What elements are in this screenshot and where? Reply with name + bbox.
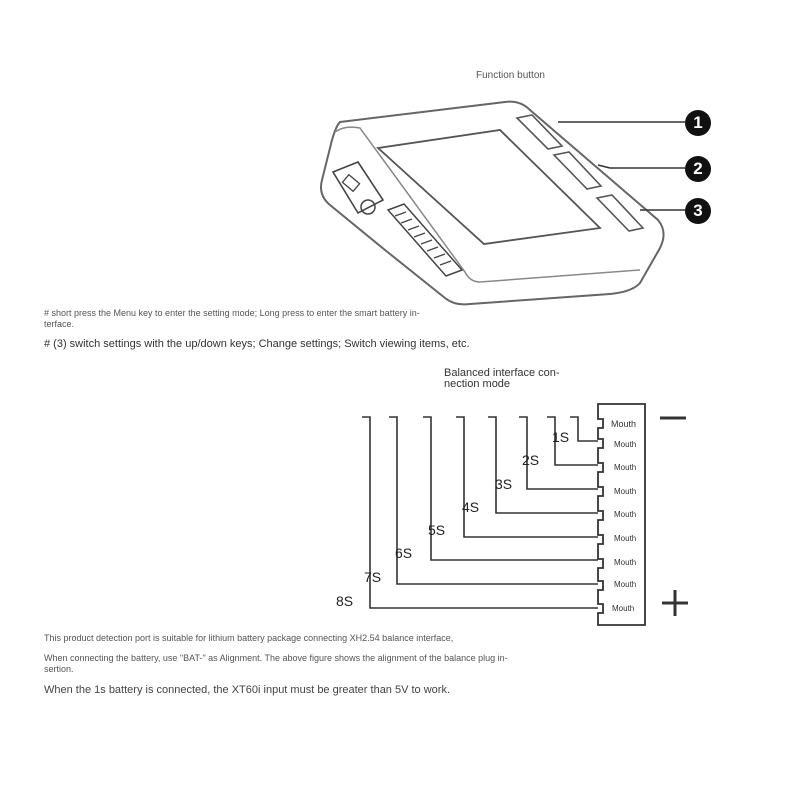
pin-label: Mouth — [614, 487, 637, 496]
balance-port — [386, 203, 464, 277]
mode-label-7s: 7S — [364, 569, 382, 585]
note-up-down-keys: # (3) switch settings with the up/down k… — [44, 338, 470, 350]
footer-note-alignment: When connecting the battery, use "BAT-" … — [44, 653, 508, 674]
button-3-badge: 3 — [685, 198, 711, 224]
mode-label-2s: 2S — [522, 452, 540, 468]
function-button-label: Function button — [476, 70, 545, 81]
mode-label-1s: 1S — [552, 429, 570, 445]
button-1 — [515, 114, 564, 150]
button-1-badge: 1 — [685, 110, 711, 136]
pin-label: Mouth — [614, 510, 637, 519]
pin-label: Mouth — [611, 419, 637, 429]
footer-note-1s-battery: When the 1s battery is connected, the XT… — [44, 684, 451, 696]
pin-label: Mouth — [614, 463, 637, 472]
pin-label: Mouth — [612, 604, 635, 613]
button-3 — [595, 194, 645, 232]
pin-label: Mouth — [614, 580, 637, 589]
mode-label-4s: 4S — [462, 499, 480, 515]
mode-label-6s: 6S — [395, 545, 413, 561]
pin-label: Mouth — [614, 534, 637, 543]
mode-label-3s: 3S — [495, 476, 513, 492]
balance-title: Balanced interface con- nection mode — [444, 367, 560, 390]
button-2-badge: 2 — [685, 156, 711, 182]
mode-label-5s: 5S — [428, 522, 446, 538]
footer-note-port: This product detection port is suitable … — [44, 633, 454, 643]
pin-label: Mouth — [614, 558, 637, 567]
mode-label-8s: 8S — [336, 593, 354, 609]
button-2 — [552, 151, 603, 190]
connector-outline — [597, 403, 646, 626]
note-menu-key: # short press the Menu key to enter the … — [44, 308, 420, 329]
pin-label: Mouth — [614, 440, 637, 449]
